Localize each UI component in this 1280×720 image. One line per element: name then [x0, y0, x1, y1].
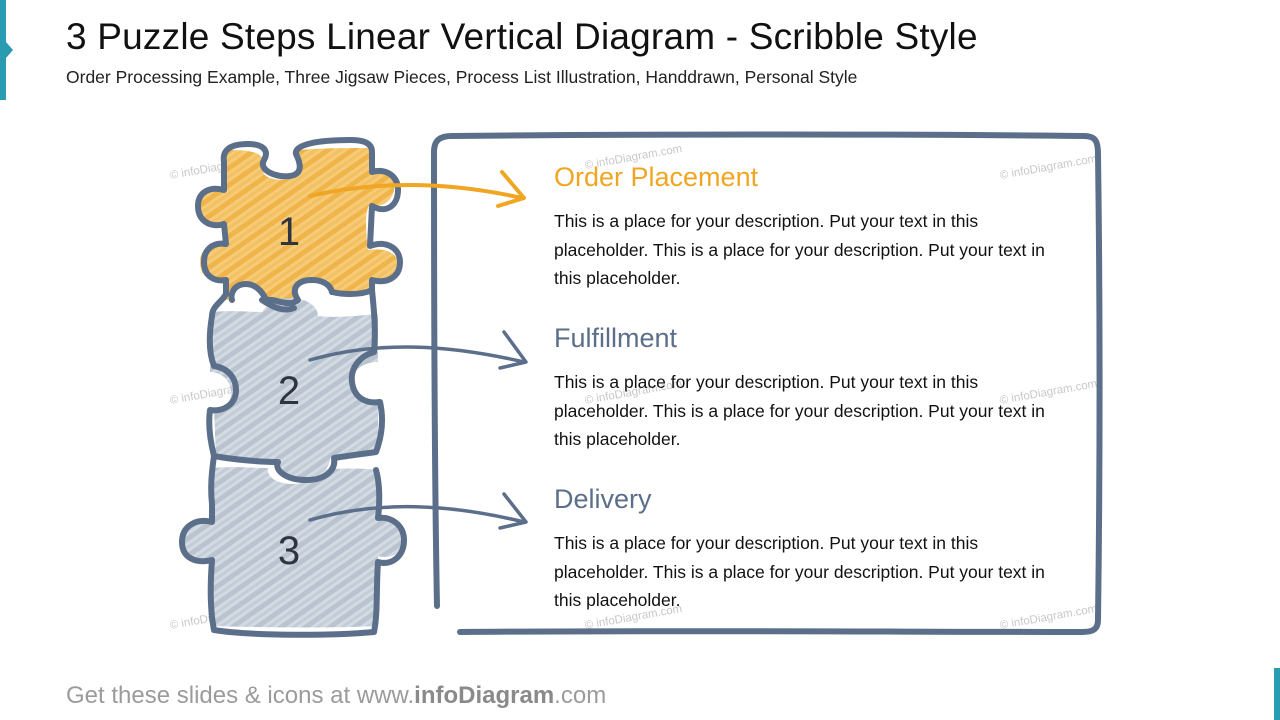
arrow-1: [308, 170, 526, 208]
step-description-1: This is a place for your description. Pu…: [554, 211, 1045, 288]
left-accent-arrow: [6, 42, 13, 58]
footer-suffix: .com: [554, 682, 607, 709]
puzzle-outline: [195, 137, 403, 319]
step-description-2: This is a place for your description. Pu…: [554, 372, 1045, 449]
puzzle-piece-2: [210, 298, 378, 478]
step-title-delivery: Delivery: [554, 484, 652, 514]
step-number-3: 3: [278, 529, 300, 573]
right-accent-bar: [1274, 668, 1280, 720]
puzzle-piece-1-fill: [196, 148, 399, 300]
puzzle-piece-1: [196, 148, 399, 300]
slide-title: 3 Puzzle Steps Linear Vertical Diagram -…: [66, 16, 978, 57]
arrow-3: [308, 492, 528, 530]
text-frame: [431, 131, 1103, 635]
left-accent-bar: [0, 0, 6, 100]
puzzle-outline-middle: [206, 277, 386, 483]
slide-subtitle: Order Processing Example, Three Jigsaw P…: [66, 67, 858, 87]
footer-brand[interactable]: infoDiagram: [414, 682, 555, 709]
step-number-2: 2: [278, 369, 300, 413]
puzzle-outline-bottom: [179, 297, 407, 638]
footer-prefix: Get these slides & icons at www.: [66, 682, 415, 709]
step-number-1: 1: [278, 210, 300, 254]
footer: Get these slides & icons at www.infoDiag…: [66, 682, 606, 710]
arrow-2: [308, 330, 528, 370]
puzzle-piece-3: [184, 467, 405, 628]
step-title-fulfillment: Fulfillment: [554, 323, 678, 353]
step-title-order-placement: Order Placement: [554, 162, 759, 192]
puzzle-piece-2-fill: [210, 298, 378, 478]
puzzle-piece-3-fill: [184, 467, 405, 628]
step-description-3: This is a place for your description. Pu…: [554, 533, 1045, 610]
